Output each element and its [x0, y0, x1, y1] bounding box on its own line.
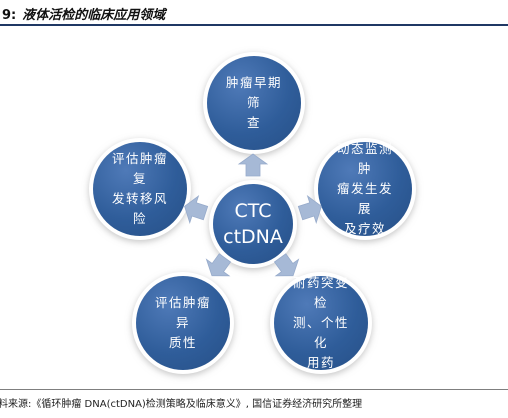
- node-recurrence-risk: 评估肿瘤复 发转移风险: [93, 142, 187, 236]
- node-early-screening: 肿瘤早期筛 查: [207, 56, 301, 150]
- node-recurrence-risk-line-2: 发转移风险: [111, 191, 168, 226]
- arrow-left-icon: [182, 195, 210, 225]
- center-line-1: CTC: [234, 200, 272, 222]
- node-monitor-progression-line-2: 瘤发生发展: [336, 181, 393, 216]
- arrow-bottom-right-icon: [272, 253, 300, 278]
- arrow-right-icon: [296, 195, 324, 225]
- node-heterogeneity: 评估肿瘤异 质性: [136, 276, 230, 370]
- node-recurrence-risk-line-1: 评估肿瘤复: [111, 151, 168, 186]
- node-drug-resistance-line-3: 用药: [306, 355, 335, 370]
- node-early-screening-line-2: 查: [246, 115, 261, 130]
- node-center-ctc-ctdna: CTC ctDNA: [213, 184, 293, 264]
- center-line-2: ctDNA: [223, 226, 283, 248]
- node-drug-resistance-line-2: 测、个性化: [292, 315, 349, 350]
- node-heterogeneity-line-1: 评估肿瘤异: [154, 295, 211, 330]
- node-heterogeneity-line-2: 质性: [168, 335, 197, 350]
- figure-title-text: 液体活检的临床应用领域: [22, 8, 166, 23]
- node-monitor-progression: 动态监测肿 瘤发生发展 及疗效: [318, 141, 412, 236]
- node-drug-resistance-line-1: 耐药突变检: [292, 275, 349, 310]
- arrow-bottom-left-icon: [205, 253, 233, 278]
- node-monitor-progression-line-3: 及疗效: [343, 221, 386, 236]
- node-monitor-progression-line-1: 动态监测肿: [336, 141, 393, 176]
- arrow-up-icon: [237, 153, 269, 178]
- figure-number: 9:: [2, 8, 17, 23]
- liquid-biopsy-diagram: 肿瘤早期筛 查 动态监测肿 瘤发生发展 及疗效 耐药突变检 测、个性化 用药 评…: [0, 26, 508, 390]
- figure-footer: 料来源:《循环肿瘤 DNA(ctDNA)检测策略及临床意义》, 国信证券经济研究…: [0, 389, 508, 418]
- node-early-screening-line-1: 肿瘤早期筛: [225, 75, 282, 110]
- source-note: 料来源:《循环肿瘤 DNA(ctDNA)检测策略及临床意义》, 国信证券经济研究…: [0, 399, 363, 410]
- figure-header: 9: 液体活检的临床应用领域: [0, 0, 508, 26]
- figure-title: 9: 液体活检的临床应用领域: [2, 4, 165, 23]
- node-drug-resistance: 耐药突变检 测、个性化 用药: [274, 275, 368, 370]
